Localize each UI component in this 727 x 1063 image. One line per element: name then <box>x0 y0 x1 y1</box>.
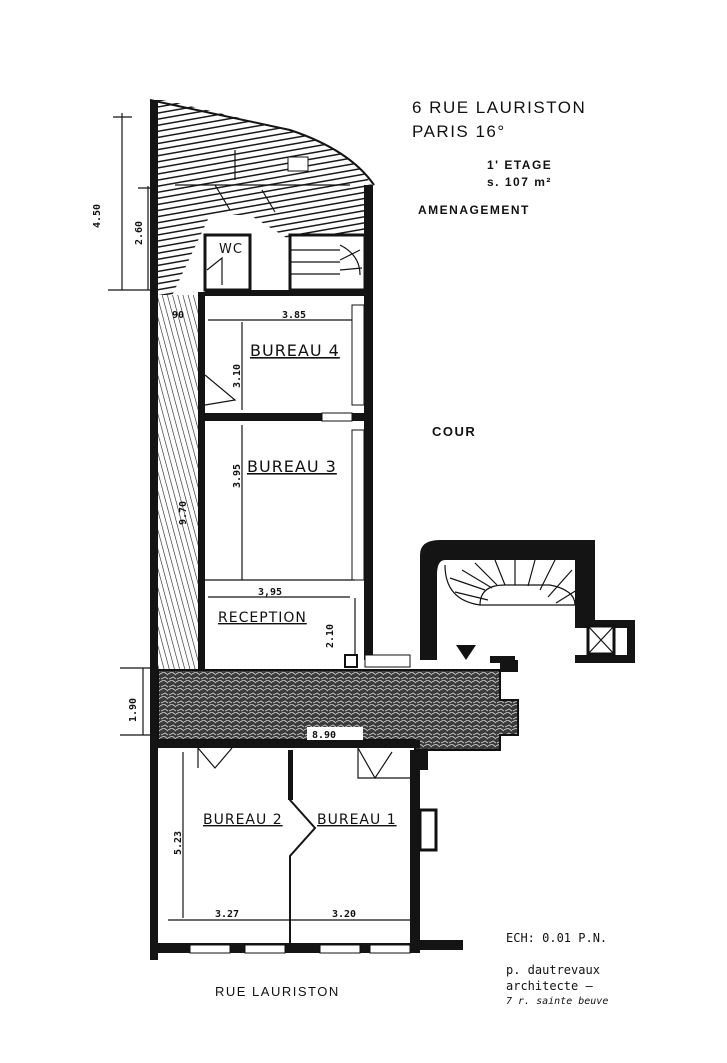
dim-rec-depth: 2.10 <box>325 624 336 648</box>
address-text: 6 RUE LAURISTON <box>412 98 586 117</box>
dim-entry-width: 8.90 <box>312 730 336 741</box>
street-label: RUE LAURISTON <box>215 984 340 999</box>
wc-room: WC <box>203 233 252 292</box>
architect-name: p. dautrevaux <box>506 963 600 977</box>
bureau3-room: 3.95 BUREAU 3 <box>205 425 365 581</box>
wc-label: WC <box>219 242 243 257</box>
dim-left-top: 4.50 <box>92 204 103 228</box>
dim-b2-depth: 5.23 <box>173 831 184 855</box>
bureau4-label: BUREAU 4 <box>250 341 340 360</box>
floor-text: 1' ETAGE <box>487 158 552 172</box>
bureau2-label: BUREAU 2 <box>203 812 283 828</box>
architect-title: architecte — <box>506 979 593 993</box>
entry-dimension: 8.90 <box>307 727 363 741</box>
dim-left-mid: 2.60 <box>134 221 145 245</box>
courtyard-stair <box>420 540 635 663</box>
top-stair <box>288 233 367 292</box>
bureau3-label: BUREAU 3 <box>247 457 337 476</box>
bureau1-label: BUREAU 1 <box>317 812 397 828</box>
bureau4-room: 3.85 3.10 BUREAU 4 <box>204 290 365 422</box>
corridor-hatch <box>158 295 198 670</box>
dim-left-entry: 1.90 <box>128 698 139 722</box>
architect-address: 7 r. sainte beuve <box>506 996 608 1007</box>
scale-text: ECH: 0.01 P.N. <box>506 931 607 945</box>
dim-corridor-len: 9.70 <box>178 501 189 525</box>
surface-text: s. 107 m² <box>487 175 552 189</box>
dim-b2-width: 3.27 <box>215 909 239 920</box>
left-dimensions: 4.50 2.60 1.90 <box>92 113 160 736</box>
dim-b4-width: 3.85 <box>282 310 306 321</box>
front-offices: 5.23 3.27 3.20 BUREAU 2 BUREAU 1 <box>158 740 463 954</box>
dim-b3-depth: 3.95 <box>232 464 243 488</box>
reception-label: RECEPTION <box>218 610 307 626</box>
top-hatch-details <box>175 150 350 213</box>
dim-rec-width: 3,95 <box>258 587 282 598</box>
dim-b1-width: 3.20 <box>332 909 356 920</box>
purpose-text: AMENAGEMENT <box>418 203 530 217</box>
top-hatched-area <box>152 100 372 300</box>
dim-b4-depth: 3.10 <box>232 364 243 388</box>
reception-room: 3,95 2.10 RECEPTION <box>208 587 411 668</box>
down-arrow-icon <box>456 645 476 660</box>
footer-block: RUE LAURISTON ECH: 0.01 P.N. p. dautreva… <box>215 931 608 1007</box>
city-text: PARIS 16° <box>412 122 506 141</box>
cour-label: COUR <box>432 424 476 439</box>
dim-corridor-small: 90 <box>172 310 184 321</box>
title-block: 6 RUE LAURISTON PARIS 16° 1' ETAGE s. 10… <box>412 98 586 217</box>
